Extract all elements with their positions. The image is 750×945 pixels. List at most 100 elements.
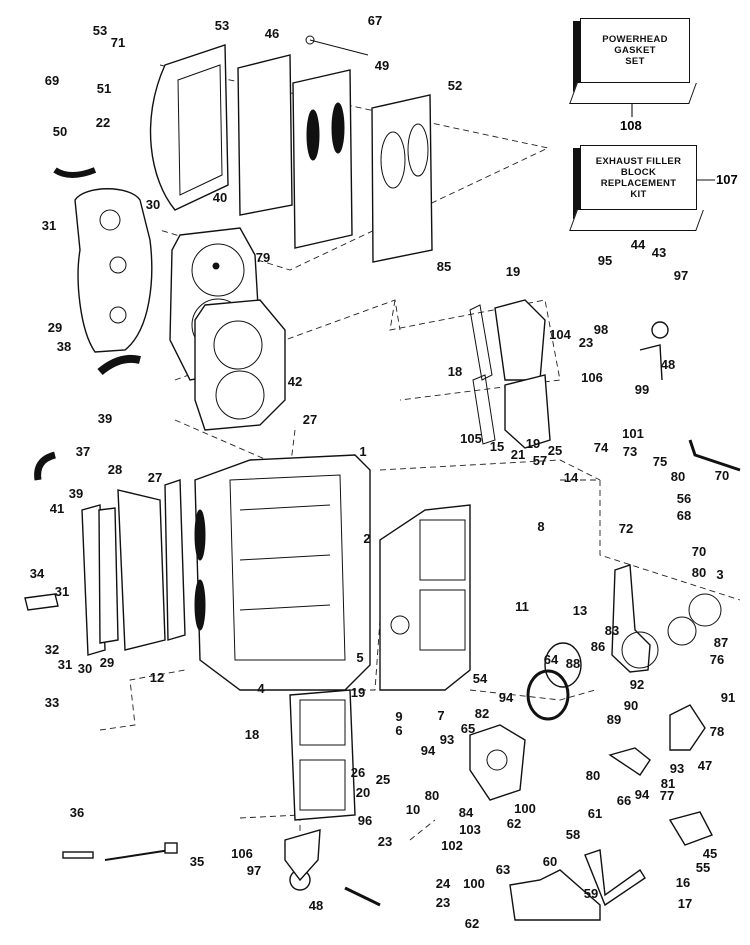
callout-48: 48	[309, 898, 323, 913]
callout-19: 19	[506, 264, 520, 279]
callout-102: 102	[441, 838, 463, 853]
callout-17: 17	[678, 896, 692, 911]
callout-75: 75	[653, 454, 667, 469]
callout-19: 19	[351, 685, 365, 700]
callout-60: 60	[543, 854, 557, 869]
callout-31: 31	[55, 584, 69, 599]
intake-manifold	[289, 689, 356, 821]
callout-30: 30	[146, 197, 160, 212]
callout-94: 94	[635, 787, 650, 802]
callout-93: 93	[440, 732, 454, 747]
throttle-linkage	[469, 564, 722, 921]
callout-29: 29	[100, 655, 114, 670]
callout-27: 27	[303, 412, 317, 427]
callout-79: 79	[256, 250, 270, 265]
callout-61: 61	[588, 806, 602, 821]
callout-65: 65	[461, 721, 475, 736]
callout-26: 26	[351, 765, 365, 780]
callout-15: 15	[490, 439, 504, 454]
hoses-and-fittings	[34, 167, 741, 907]
callout-5: 5	[356, 650, 363, 665]
callout-30: 30	[78, 661, 92, 676]
callout-57: 57	[533, 453, 547, 468]
callout-95: 95	[598, 253, 612, 268]
callout-35: 35	[190, 854, 204, 869]
callout-33: 33	[45, 695, 59, 710]
callout-92: 92	[630, 677, 644, 692]
callout-3: 3	[716, 567, 723, 582]
callout-53: 53	[93, 23, 107, 38]
callout-66: 66	[617, 793, 631, 808]
exhaust-plates-left	[24, 479, 186, 656]
powerhead-gasket-set-label: POWERHEAD GASKET SET	[602, 34, 668, 67]
powerhead-gasket-set-box: POWERHEAD GASKET SET	[569, 18, 697, 104]
callout-11: 11	[515, 599, 529, 614]
callout-104: 104	[549, 327, 571, 342]
callout-96: 96	[358, 813, 372, 828]
callout-83: 83	[605, 623, 619, 638]
callout-86: 86	[591, 639, 605, 654]
callout-23: 23	[579, 335, 593, 350]
callout-32: 32	[45, 642, 59, 657]
callout-9: 9	[395, 709, 402, 724]
callout-20: 20	[356, 785, 370, 800]
callout-89: 89	[607, 712, 621, 727]
callout-105: 105	[460, 431, 482, 446]
cylinder-head	[169, 227, 286, 431]
callout-7: 7	[437, 708, 444, 723]
callout-56: 56	[677, 491, 691, 506]
callout-84: 84	[459, 805, 474, 820]
callout-72: 72	[619, 521, 633, 536]
reed-valve-stack	[469, 299, 551, 449]
callout-31: 31	[42, 218, 56, 233]
callout-64: 64	[544, 652, 559, 667]
callout-8: 8	[537, 519, 544, 534]
callout-97: 97	[247, 863, 261, 878]
callout-22: 22	[96, 115, 110, 130]
callout-67: 67	[368, 13, 382, 28]
callout-74: 74	[594, 440, 609, 455]
callout-80: 80	[425, 788, 439, 803]
callout-37: 37	[76, 444, 90, 459]
callout-16: 16	[676, 875, 690, 890]
callout-62: 62	[507, 816, 521, 831]
callout-58: 58	[566, 827, 580, 842]
cylinder-cover-left	[74, 188, 153, 353]
callout-82: 82	[475, 706, 489, 721]
callout-24: 24	[436, 876, 451, 891]
callout-2: 2	[363, 531, 370, 546]
callout-68: 68	[677, 508, 691, 523]
callout-69: 69	[45, 73, 59, 88]
callout-100: 100	[463, 876, 485, 891]
callout-18: 18	[245, 727, 259, 742]
callout-55: 55	[696, 860, 710, 875]
callout-80: 80	[586, 768, 600, 783]
callout-99: 99	[635, 382, 649, 397]
callout-51: 51	[97, 81, 111, 96]
callout-40: 40	[213, 190, 227, 205]
callout-76: 76	[710, 652, 724, 667]
callout-78: 78	[710, 724, 724, 739]
callout-39: 39	[98, 411, 112, 426]
callout-31: 31	[58, 657, 72, 672]
callout-50: 50	[53, 124, 67, 139]
callout-85: 85	[437, 259, 451, 274]
exhaust-filler-kit-box: EXHAUST FILLER BLOCK REPLACEMENT KIT	[569, 145, 704, 231]
callout-98: 98	[594, 322, 608, 337]
callout-42: 42	[288, 374, 302, 389]
callout-23: 23	[436, 895, 450, 910]
callout-21: 21	[511, 447, 525, 462]
callout-12: 12	[150, 670, 164, 685]
callout-91: 91	[721, 690, 735, 705]
callout-70: 70	[692, 544, 706, 559]
callout-93: 93	[670, 761, 684, 776]
callout-94: 94	[499, 690, 514, 705]
callout-36: 36	[70, 805, 84, 820]
callout-106: 106	[581, 370, 603, 385]
callout-103: 103	[459, 822, 481, 837]
exhaust-cover-assembly	[149, 35, 433, 263]
callout-49: 49	[375, 58, 389, 73]
callout-53: 53	[215, 18, 229, 33]
